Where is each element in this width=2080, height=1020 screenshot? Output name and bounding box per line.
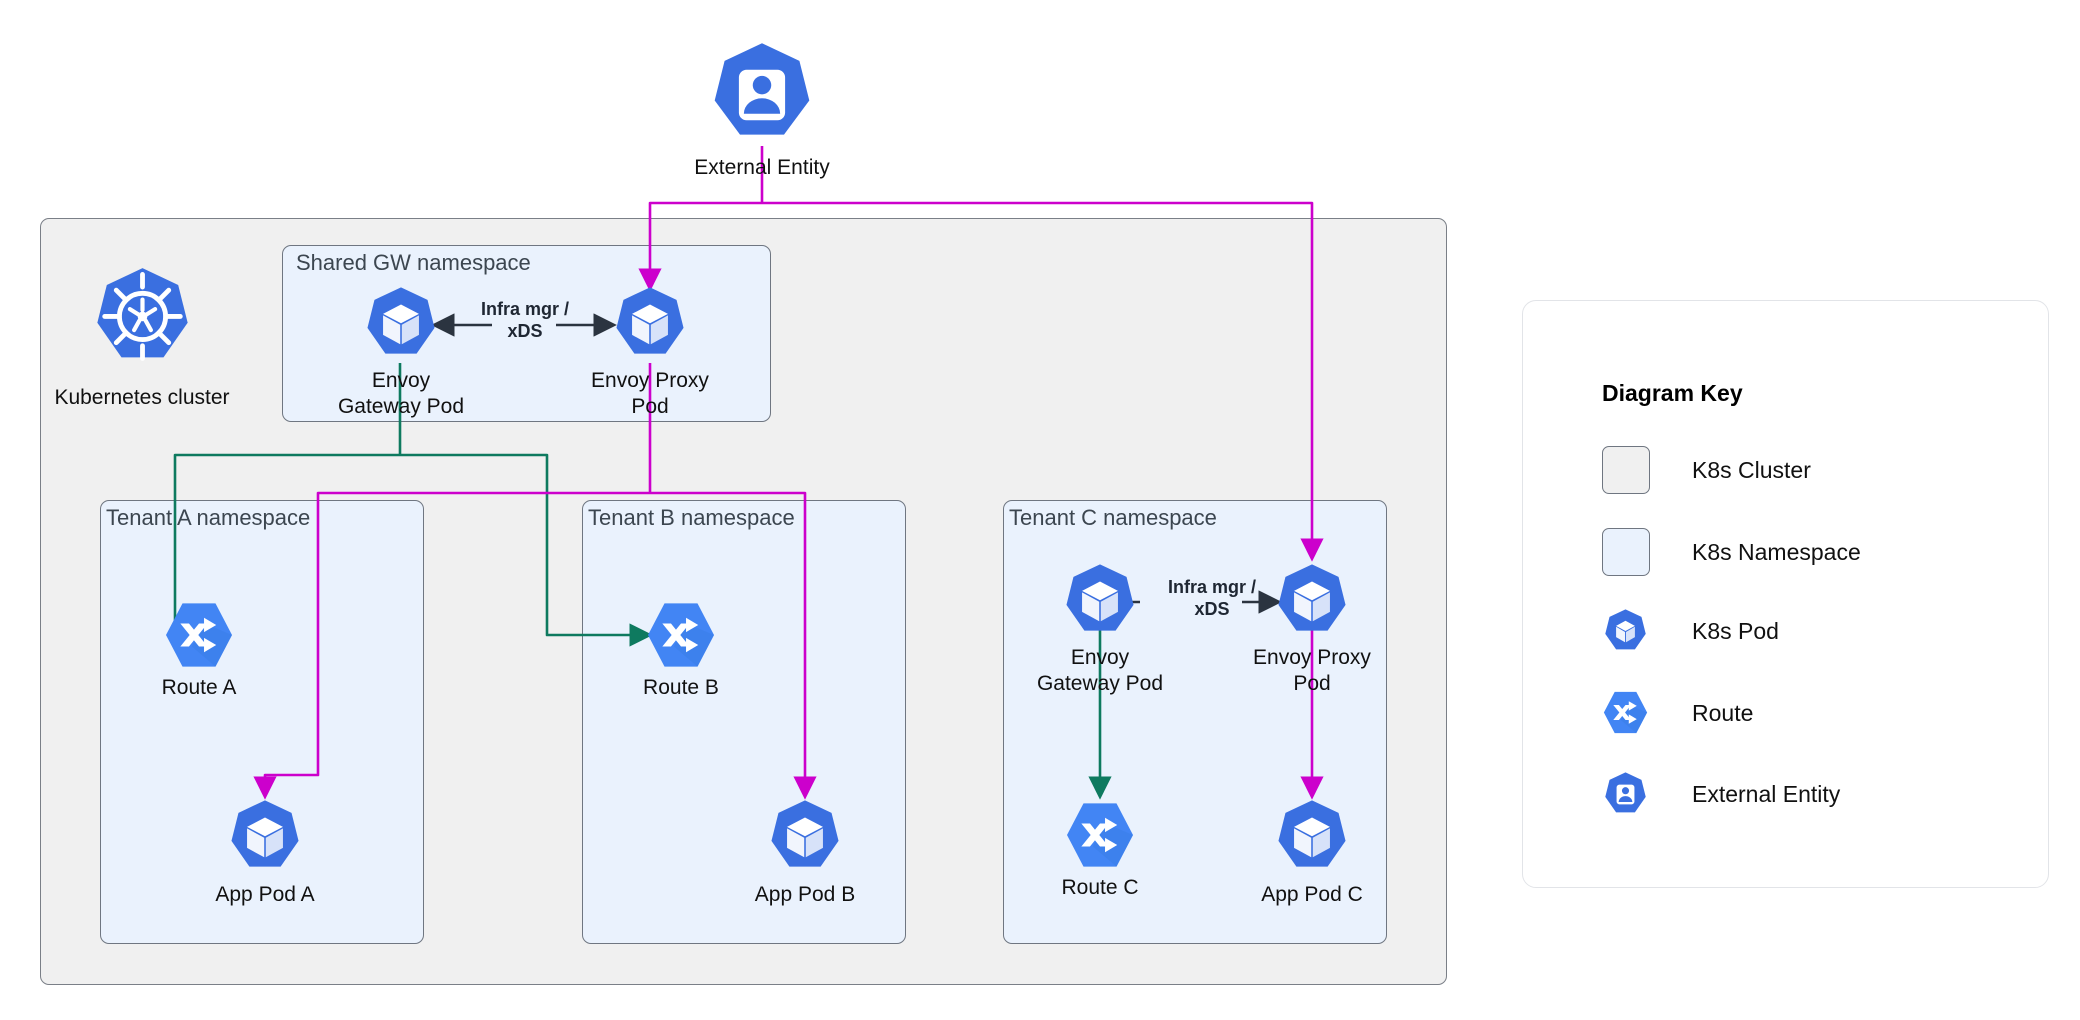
diagram-key-title: Diagram Key [1602,380,1743,406]
route-icon [1603,691,1648,734]
legend-item-external-entity [1602,771,1649,818]
external-entity-icon [714,43,810,135]
node-label-envoy-gateway-pod-shared: Envoy Gateway Pod [337,369,465,418]
node-label-app-pod-b: App Pod B [754,883,856,906]
route-icon [648,603,714,667]
node-route-a[interactable] [163,602,235,668]
legend-item-k8s-cluster [1602,446,1650,494]
node-label-kubernetes-cluster: Kubernetes cluster [54,386,230,409]
namespace-label-shared-gw: Shared GW namespace [296,250,531,275]
node-route-c[interactable] [1064,802,1136,868]
node-label-route-a: Route A [161,676,237,699]
route-icon [1067,803,1133,867]
node-envoy-gateway-pod-shared[interactable] [362,285,440,363]
k8s-pod-icon [1605,609,1646,650]
cluster-swatch-icon [1602,446,1650,494]
k8s-pod-icon [1066,564,1134,631]
node-app-pod-b[interactable] [766,798,844,876]
legend-label-k8s-cluster: K8s Cluster [1692,457,1811,483]
k8s-pod-icon [231,800,299,867]
k8s-pod-icon [1278,564,1346,631]
legend-label-k8s-pod: K8s Pod [1692,618,1779,644]
k8s-pod-icon [771,800,839,867]
namespace-label-tenant-c: Tenant C namespace [1009,505,1217,530]
legend-item-route [1602,690,1649,735]
external-entity-icon [1605,772,1646,813]
node-app-pod-c[interactable] [1273,798,1351,876]
namespace-box-tenant-a [100,500,424,944]
legend-item-k8s-pod [1602,608,1649,655]
node-label-envoy-proxy-pod-shared: Envoy Proxy Pod [591,369,709,418]
legend-label-route: Route [1692,700,1754,726]
node-label-route-c: Route C [1061,876,1139,899]
legend-label-k8s-namespace: K8s Namespace [1692,539,1861,565]
k8s-pod-icon [367,287,435,354]
node-route-b[interactable] [645,602,717,668]
node-external-entity[interactable] [707,40,817,150]
node-label-envoy-proxy-pod-tenant-c: Envoy Proxy Pod [1253,646,1371,695]
node-label-route-b: Route B [643,676,719,699]
node-kubernetes-cluster [90,265,195,370]
legend-item-k8s-namespace [1602,528,1650,576]
namespace-box-tenant-b [582,500,906,944]
namespace-label-tenant-a: Tenant A namespace [106,505,311,530]
legend-label-external-entity: External Entity [1692,781,1841,807]
namespace-label-tenant-b: Tenant B namespace [588,505,795,530]
route-icon [166,603,232,667]
node-envoy-proxy-pod-tenant-c[interactable] [1273,562,1351,640]
edge-label-infra-mgr-xds-tenant-c: Infra mgr / xDS [1167,577,1256,619]
node-label-external-entity: External Entity [694,156,830,179]
node-label-app-pod-c: App Pod C [1261,883,1363,906]
edge-label-infra-mgr-xds-shared: Infra mgr / xDS [480,299,569,341]
node-label-app-pod-a: App Pod A [215,883,315,906]
node-envoy-gateway-pod-tenant-c[interactable] [1061,562,1139,640]
node-app-pod-a[interactable] [226,798,304,876]
k8s-pod-icon [1278,800,1346,867]
k8s-pod-icon [616,287,684,354]
node-envoy-proxy-pod-shared[interactable] [611,285,689,363]
kubernetes-wheel-icon [97,268,188,361]
node-label-envoy-gateway-pod-tenant-c: Envoy Gateway Pod [1036,646,1164,695]
namespace-swatch-icon [1602,528,1650,576]
